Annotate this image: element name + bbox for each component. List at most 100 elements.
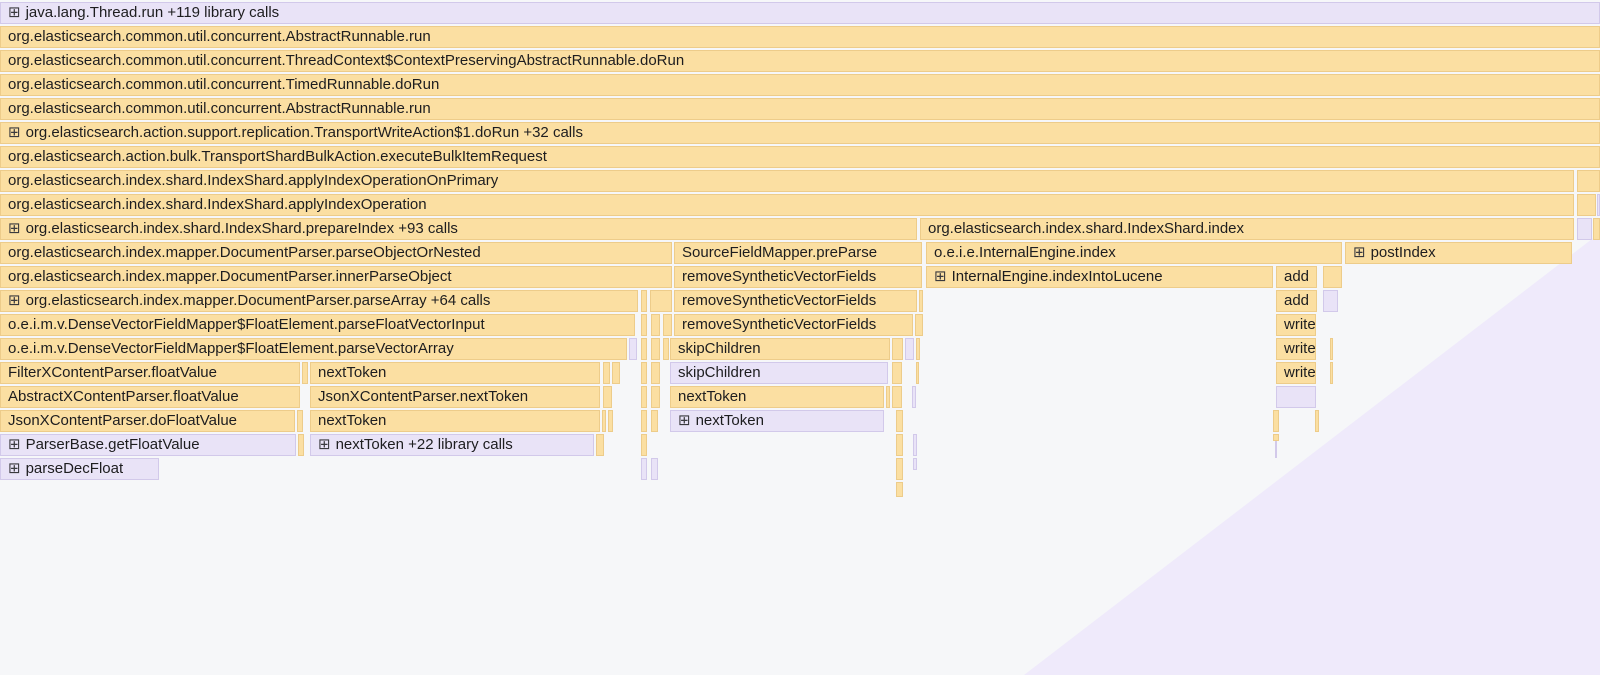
frame-o-e-i-m-v-densevectorfieldmapper-floatelement-pa[interactable]: o.e.i.m.v.DenseVectorFieldMapper$FloatEl… bbox=[0, 338, 627, 360]
frame-add[interactable]: add bbox=[1276, 290, 1317, 312]
frame-sliver[interactable] bbox=[913, 434, 917, 456]
frame-sliver[interactable] bbox=[1323, 266, 1342, 288]
frame-parserbase-getfloatvalue[interactable]: ⊞ParserBase.getFloatValue bbox=[0, 434, 296, 456]
frame-skipchildren[interactable]: skipChildren bbox=[670, 362, 888, 384]
expand-icon[interactable]: ⊞ bbox=[8, 4, 21, 21]
frame-sliver[interactable] bbox=[1593, 218, 1600, 240]
frame-sliver[interactable] bbox=[896, 482, 903, 497]
frame-nexttoken[interactable]: nextToken bbox=[670, 386, 884, 408]
frame-removesyntheticvectorfields[interactable]: removeSyntheticVectorFields bbox=[674, 314, 913, 336]
frame-sliver[interactable] bbox=[641, 410, 647, 432]
frame-org-elasticsearch-action-bulk-transportshardbulk[interactable]: org.elasticsearch.action.bulk.TransportS… bbox=[0, 146, 1600, 168]
frame-sliver[interactable] bbox=[641, 458, 647, 480]
frame-sliver[interactable] bbox=[892, 362, 902, 384]
expand-icon[interactable]: ⊞ bbox=[8, 460, 21, 477]
frame-sliver[interactable] bbox=[663, 338, 669, 360]
frame-o-e-i-e-internalengine-index[interactable]: o.e.i.e.InternalEngine.index bbox=[926, 242, 1342, 264]
frame-sliver[interactable] bbox=[1330, 362, 1333, 384]
frame-sliver[interactable] bbox=[651, 362, 660, 384]
frame-nexttoken[interactable]: nextToken bbox=[310, 410, 600, 432]
frame-sliver[interactable] bbox=[641, 434, 647, 456]
frame-sliver[interactable] bbox=[651, 458, 658, 480]
frame-sliver[interactable] bbox=[1597, 194, 1600, 216]
frame-org-elasticsearch-index-shard-indexshard-applyin[interactable]: org.elasticsearch.index.shard.IndexShard… bbox=[0, 170, 1574, 192]
frame-sliver[interactable] bbox=[603, 386, 612, 408]
frame-add[interactable]: add bbox=[1276, 266, 1317, 288]
frame-write[interactable]: write bbox=[1276, 314, 1316, 336]
frame-sliver[interactable] bbox=[1577, 194, 1596, 216]
frame-sliver[interactable] bbox=[915, 314, 923, 336]
frame-org-elasticsearch-index-shard-indexshard-applyin[interactable]: org.elasticsearch.index.shard.IndexShard… bbox=[0, 194, 1574, 216]
frame-org-elasticsearch-common-util-concurrent-threadc[interactable]: org.elasticsearch.common.util.concurrent… bbox=[0, 50, 1600, 72]
frame-sliver[interactable] bbox=[612, 362, 620, 384]
frame-sliver[interactable] bbox=[1330, 338, 1333, 360]
frame-skipchildren[interactable]: skipChildren bbox=[670, 338, 890, 360]
frame-sliver[interactable] bbox=[629, 338, 637, 360]
frame-sliver[interactable] bbox=[892, 386, 902, 408]
frame-sliver[interactable] bbox=[651, 314, 660, 336]
frame-internalengine-indexintolucene[interactable]: ⊞InternalEngine.indexIntoLucene bbox=[926, 266, 1273, 288]
frame-sliver[interactable] bbox=[602, 410, 606, 432]
frame-sourcefieldmapper-preparse[interactable]: SourceFieldMapper.preParse bbox=[674, 242, 922, 264]
frame-sliver[interactable] bbox=[913, 458, 917, 470]
frame-removesyntheticvectorfields[interactable]: removeSyntheticVectorFields bbox=[674, 290, 917, 312]
frame-nexttoken[interactable]: nextToken bbox=[310, 362, 600, 384]
frame-sliver[interactable] bbox=[651, 386, 660, 408]
frame-sliver[interactable] bbox=[892, 338, 903, 360]
frame-sliver[interactable] bbox=[1577, 170, 1600, 192]
frame-org-elasticsearch-index-mapper-documentparser-pa[interactable]: ⊞org.elasticsearch.index.mapper.Document… bbox=[0, 290, 638, 312]
expand-icon[interactable]: ⊞ bbox=[8, 436, 21, 453]
frame-org-elasticsearch-index-mapper-documentparser-in[interactable]: org.elasticsearch.index.mapper.DocumentP… bbox=[0, 266, 672, 288]
frame-sliver[interactable] bbox=[663, 314, 672, 336]
frame-nexttoken[interactable]: ⊞nextToken bbox=[670, 410, 884, 432]
frame-sliver[interactable] bbox=[596, 434, 604, 456]
expand-icon[interactable]: ⊞ bbox=[934, 268, 947, 285]
frame-sliver[interactable] bbox=[650, 290, 672, 312]
frame-write[interactable]: write bbox=[1276, 362, 1316, 384]
frame-abstractxcontentparser-floatvalue[interactable]: AbstractXContentParser.floatValue bbox=[0, 386, 300, 408]
frame-org-elasticsearch-common-util-concurrent-abstrac[interactable]: org.elasticsearch.common.util.concurrent… bbox=[0, 26, 1600, 48]
frame-sliver[interactable] bbox=[912, 386, 916, 408]
expand-icon[interactable]: ⊞ bbox=[8, 124, 21, 141]
frame-postindex[interactable]: ⊞postIndex bbox=[1345, 242, 1572, 264]
frame-sliver[interactable] bbox=[641, 338, 647, 360]
frame-sliver[interactable] bbox=[651, 410, 658, 432]
frame-write[interactable]: write bbox=[1276, 338, 1316, 360]
frame-sliver[interactable] bbox=[886, 386, 890, 408]
expand-icon[interactable]: ⊞ bbox=[678, 412, 691, 429]
frame-sliver[interactable] bbox=[896, 458, 903, 480]
frame-sliver[interactable] bbox=[1275, 441, 1277, 458]
frame-sliver[interactable] bbox=[1577, 218, 1592, 240]
frame-sliver[interactable] bbox=[1315, 410, 1319, 432]
frame-sliver[interactable] bbox=[896, 410, 903, 432]
frame-org-elasticsearch-index-mapper-documentparser-pa[interactable]: org.elasticsearch.index.mapper.DocumentP… bbox=[0, 242, 672, 264]
frame-sliver[interactable] bbox=[916, 362, 919, 384]
frame-sliver[interactable] bbox=[1273, 410, 1279, 432]
frame-filterxcontentparser-floatvalue[interactable]: FilterXContentParser.floatValue bbox=[0, 362, 300, 384]
frame-sliver[interactable] bbox=[641, 362, 647, 384]
frame-removesyntheticvectorfields[interactable]: removeSyntheticVectorFields bbox=[674, 266, 922, 288]
frame-sliver[interactable] bbox=[302, 362, 308, 384]
frame-sliver[interactable] bbox=[603, 362, 610, 384]
expand-icon[interactable]: ⊞ bbox=[1353, 244, 1366, 261]
frame-sliver[interactable] bbox=[641, 386, 647, 408]
frame-org-elasticsearch-index-shard-indexshard-prepare[interactable]: ⊞org.elasticsearch.index.shard.IndexShar… bbox=[0, 218, 917, 240]
frame-org-elasticsearch-index-shard-indexshard-index[interactable]: org.elasticsearch.index.shard.IndexShard… bbox=[920, 218, 1574, 240]
frame-sliver[interactable] bbox=[919, 290, 923, 312]
frame-parsedecfloat[interactable]: ⊞parseDecFloat bbox=[0, 458, 159, 480]
frame-sliver[interactable] bbox=[1273, 434, 1279, 441]
frame-sliver[interactable] bbox=[651, 338, 660, 360]
frame-sliver[interactable] bbox=[896, 434, 903, 456]
frame-sliver[interactable] bbox=[641, 290, 647, 312]
expand-icon[interactable]: ⊞ bbox=[8, 292, 21, 309]
frame-sliver[interactable] bbox=[608, 410, 613, 432]
frame-nexttoken-22-library-calls[interactable]: ⊞nextToken +22 library calls bbox=[310, 434, 594, 456]
frame-o-e-i-m-v-densevectorfieldmapper-floatelement-pa[interactable]: o.e.i.m.v.DenseVectorFieldMapper$FloatEl… bbox=[0, 314, 635, 336]
frame-jsonxcontentparser-dofloatvalue[interactable]: JsonXContentParser.doFloatValue bbox=[0, 410, 295, 432]
frame-org-elasticsearch-action-support-replication-tra[interactable]: ⊞org.elasticsearch.action.support.replic… bbox=[0, 122, 1600, 144]
frame-sliver[interactable] bbox=[916, 338, 920, 360]
frame-org-elasticsearch-common-util-concurrent-abstrac[interactable]: org.elasticsearch.common.util.concurrent… bbox=[0, 98, 1600, 120]
frame-sliver[interactable] bbox=[905, 338, 914, 360]
frame-sliver[interactable] bbox=[1276, 386, 1316, 408]
frame-sliver[interactable] bbox=[298, 434, 304, 456]
